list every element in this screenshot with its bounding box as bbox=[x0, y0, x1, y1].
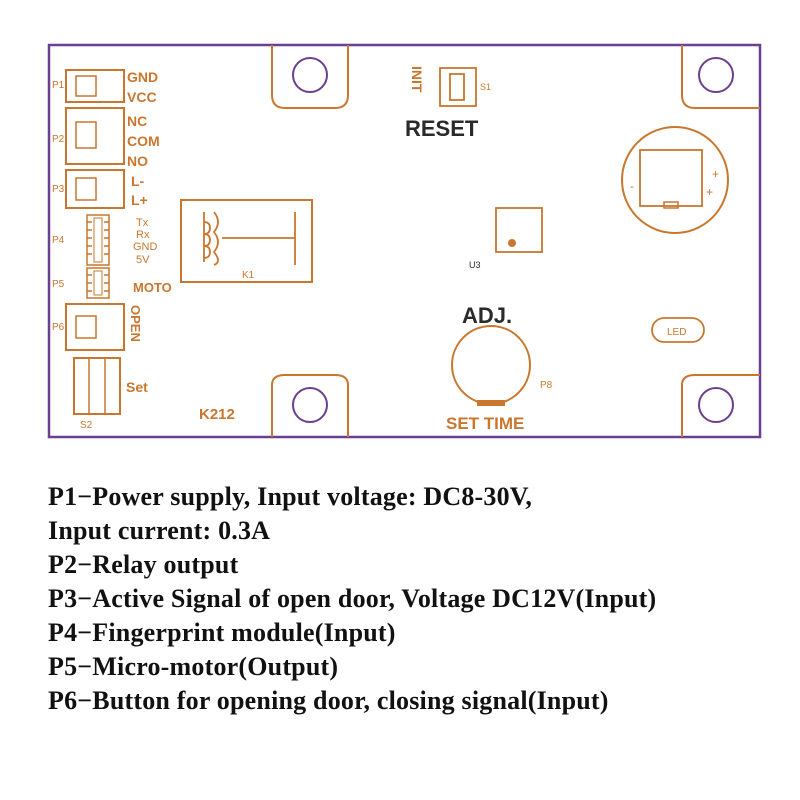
pin-gnd-small: GND bbox=[133, 241, 158, 253]
connector-p1 bbox=[65, 69, 125, 103]
potentiometer-p8 bbox=[451, 325, 531, 406]
pcb-svg: P1 GND VCC P2 NC COM NO P3 L- L+ P4 Tx R… bbox=[47, 43, 762, 439]
label-p4: P4 bbox=[52, 235, 65, 246]
pin-moto: MOTO bbox=[133, 280, 172, 295]
pin-com: COM bbox=[127, 133, 160, 149]
pcb-diagram: P1 GND VCC P2 NC COM NO P3 L- L+ P4 Tx R… bbox=[47, 43, 762, 439]
pin-tx: Tx bbox=[136, 217, 149, 229]
connector-p5 bbox=[86, 267, 110, 299]
label-model: K212 bbox=[199, 406, 235, 423]
pin-lminus: L- bbox=[131, 173, 145, 189]
label-s2: S2 bbox=[80, 420, 93, 431]
legend-line-p1: P1−Power supply, Input voltage: DC8-30V, bbox=[48, 482, 533, 511]
pin-nc: NC bbox=[127, 113, 147, 129]
pin-5v: 5V bbox=[136, 254, 150, 266]
label-k1: K1 bbox=[242, 270, 255, 281]
pin-gnd: GND bbox=[127, 69, 158, 85]
switch-s2 bbox=[73, 357, 121, 415]
label-p2: P2 bbox=[52, 134, 65, 145]
label-set-time: SET TIME bbox=[446, 414, 524, 433]
connector-p4 bbox=[86, 214, 110, 266]
label-p1: P1 bbox=[52, 80, 65, 91]
label-plus-1: + bbox=[712, 167, 719, 181]
pin-no: NO bbox=[127, 153, 148, 169]
mounting-hole-top-left bbox=[271, 45, 349, 109]
label-p3: P3 bbox=[52, 184, 65, 195]
label-reset: RESET bbox=[405, 116, 479, 141]
chip-u3 bbox=[495, 207, 543, 253]
pin-rx: Rx bbox=[136, 229, 150, 241]
label-u3: U3 bbox=[469, 260, 481, 270]
mounting-hole-bottom-right bbox=[681, 374, 760, 437]
legend-line-p6: P6−Button for opening door, closing sign… bbox=[48, 686, 609, 715]
connector-p3 bbox=[65, 169, 125, 209]
label-plus-2: + bbox=[706, 185, 713, 199]
connector-p6 bbox=[65, 303, 125, 351]
buzzer-component bbox=[621, 126, 729, 234]
pin-vcc: VCC bbox=[127, 89, 157, 105]
legend-line-p3: P3−Active Signal of open door, Voltage D… bbox=[48, 584, 657, 613]
label-led: LED bbox=[667, 327, 686, 338]
legend-line-p2: P2−Relay output bbox=[48, 550, 239, 579]
mounting-hole-bottom-left bbox=[271, 374, 349, 437]
legend-line-p5: P5−Micro-motor(Output) bbox=[48, 652, 339, 681]
label-adj: ADJ. bbox=[462, 303, 512, 328]
label-minus: - bbox=[630, 179, 634, 193]
board-outline bbox=[47, 43, 762, 439]
port-legend: P1−Power supply, Input voltage: DC8-30V,… bbox=[48, 480, 800, 718]
pin-lplus: L+ bbox=[131, 192, 148, 208]
label-s1: S1 bbox=[480, 82, 491, 92]
label-init: INIT bbox=[409, 66, 425, 93]
label-p5: P5 bbox=[52, 279, 65, 290]
connector-p2 bbox=[65, 107, 125, 165]
relay-k1 bbox=[180, 199, 313, 283]
pin-set: Set bbox=[126, 379, 148, 395]
legend-line-p4: P4−Fingerprint module(Input) bbox=[48, 618, 396, 647]
switch-s1 bbox=[439, 67, 477, 107]
label-p6: P6 bbox=[52, 322, 65, 333]
led-outline bbox=[651, 317, 705, 343]
legend-line-p1-current: Input current: 0.3A bbox=[48, 516, 271, 545]
mounting-hole-top-right bbox=[681, 45, 760, 109]
pin-open: OPEN bbox=[128, 305, 143, 342]
label-p8: P8 bbox=[540, 380, 553, 391]
